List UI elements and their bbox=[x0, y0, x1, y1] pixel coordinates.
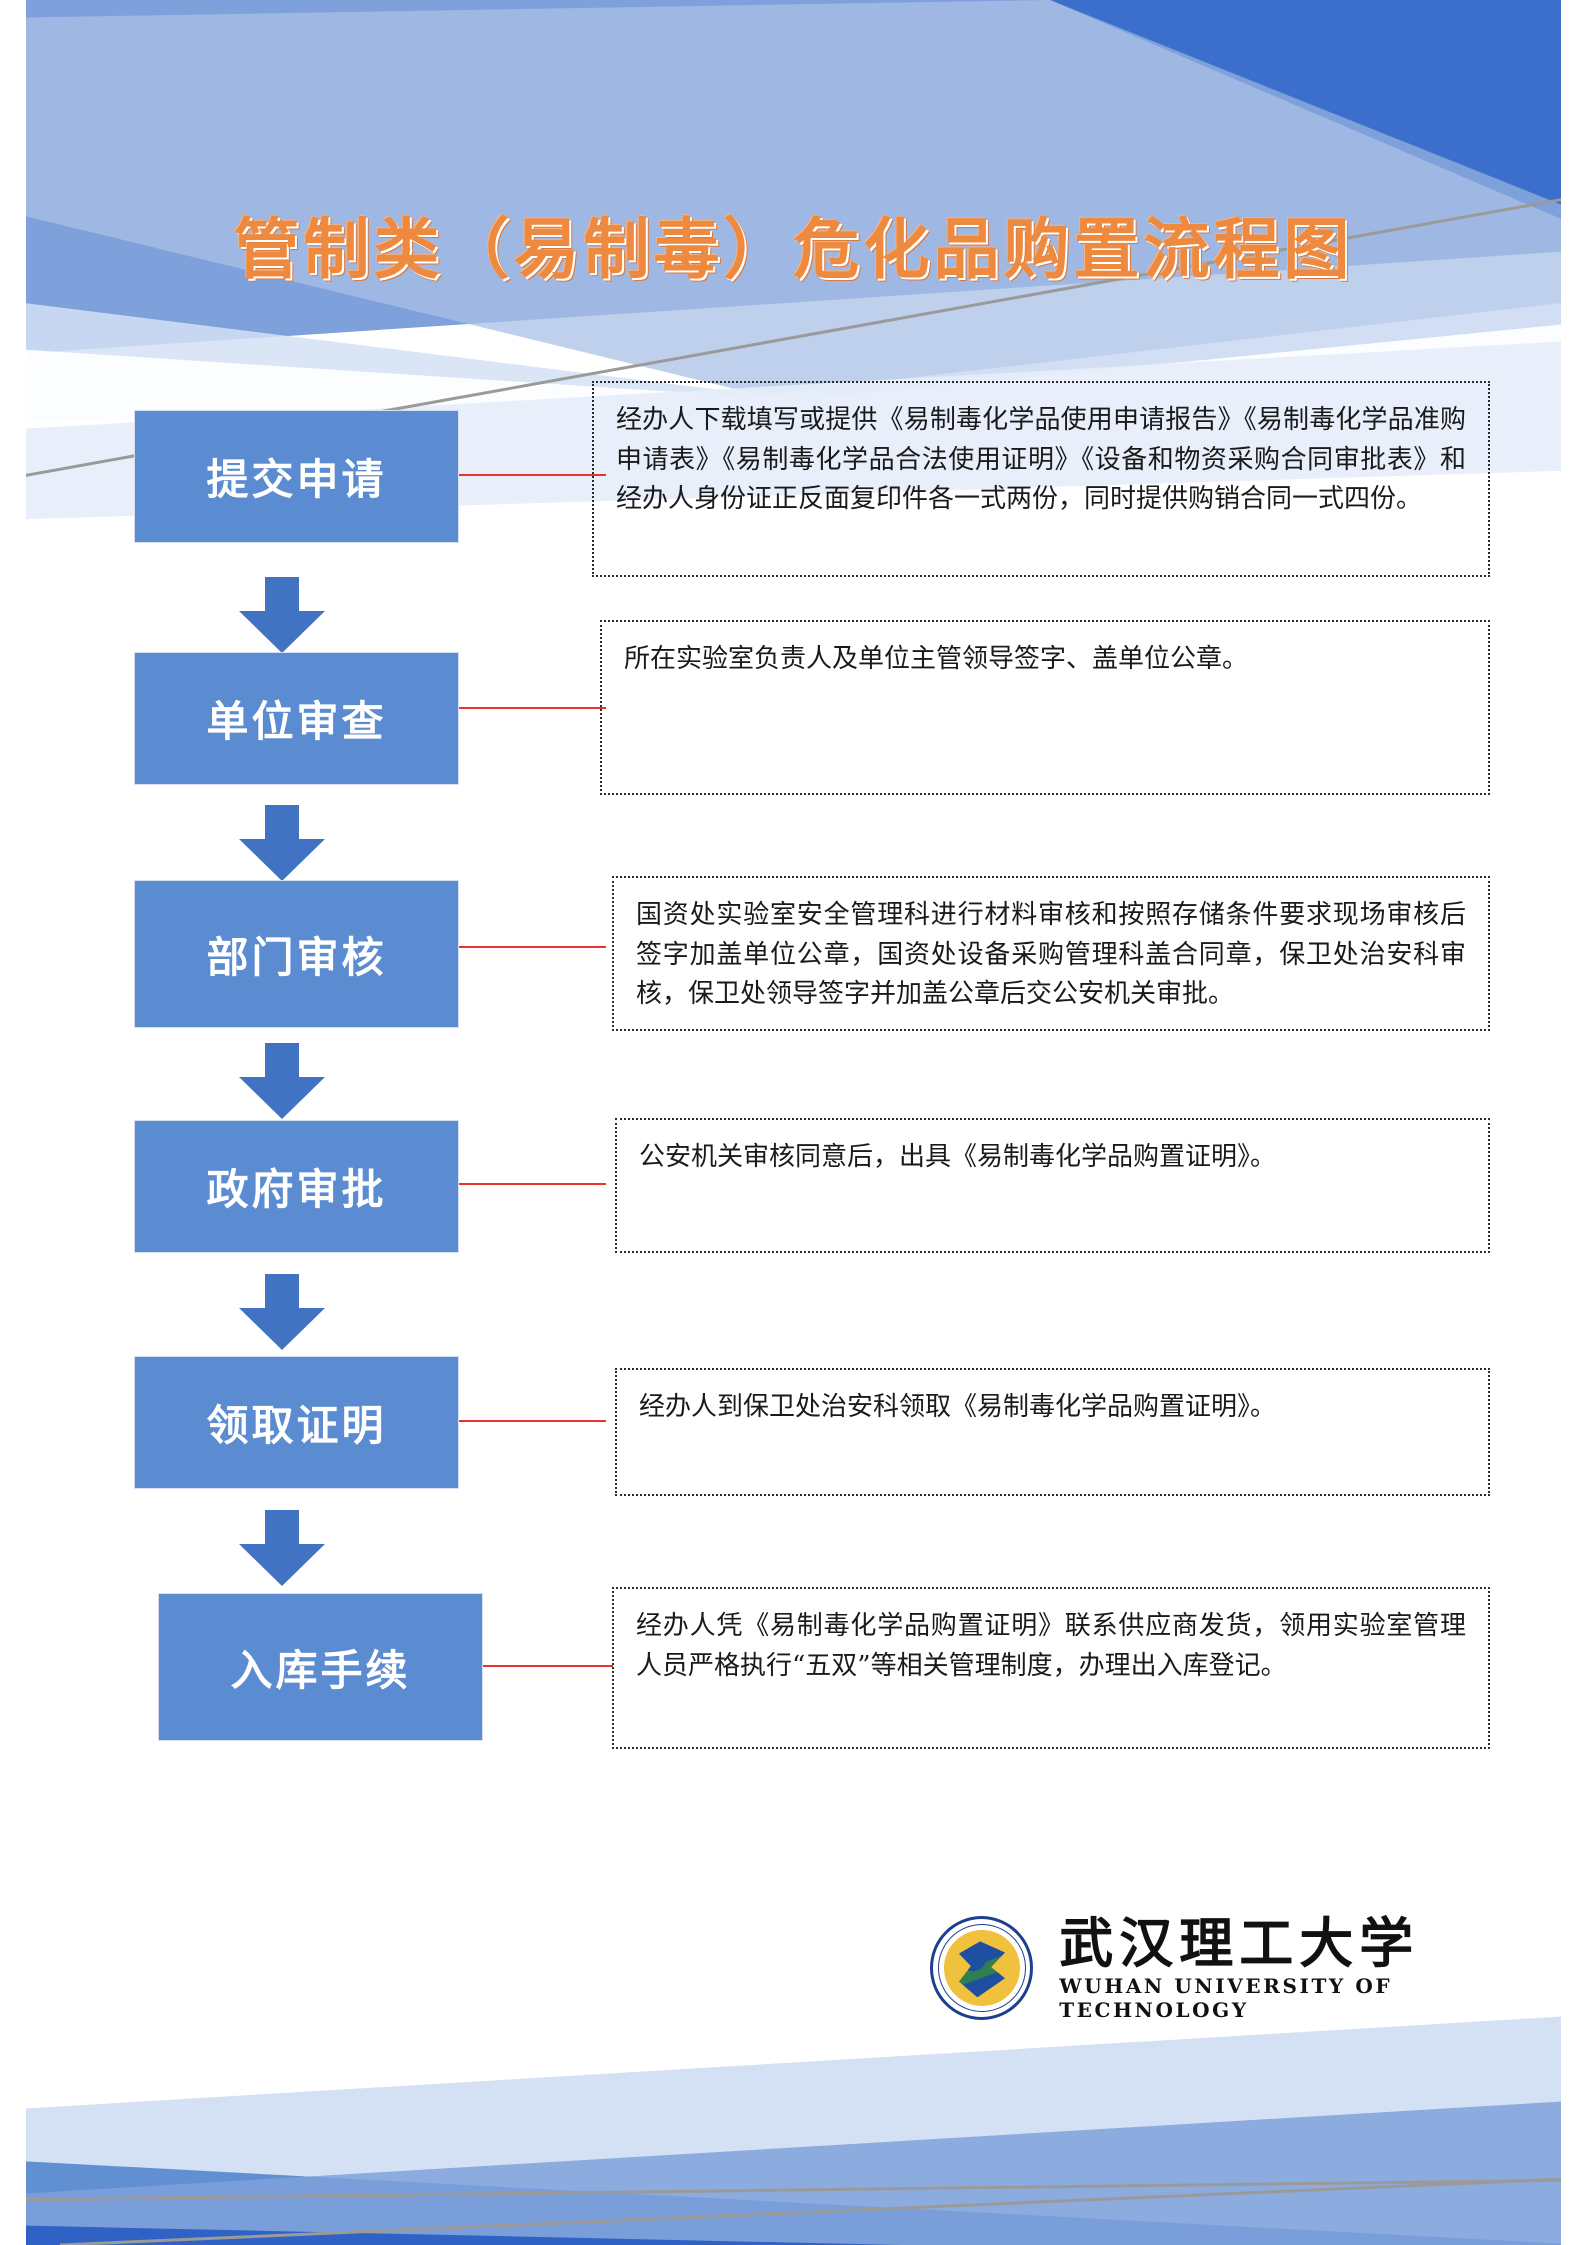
connector-1 bbox=[459, 474, 606, 476]
connector-2 bbox=[459, 707, 606, 709]
step-label-5: 领取证明 bbox=[206, 1401, 387, 1450]
step-box-5[interactable]: 领取证明 bbox=[134, 1356, 459, 1489]
step-label-2: 单位审查 bbox=[206, 697, 387, 746]
note-box-5: 经办人到保卫处治安科领取《易制毒化学品购置证明》。 bbox=[615, 1368, 1490, 1496]
flow-arrow-2 bbox=[239, 805, 325, 881]
step-box-2[interactable]: 单位审查 bbox=[134, 652, 459, 785]
step-box-6[interactable]: 入库手续 bbox=[158, 1593, 483, 1741]
connector-5 bbox=[459, 1420, 606, 1422]
note-box-3: 国资处实验室安全管理科进行材料审核和按照存储条件要求现场审核后签字加盖单位公章，… bbox=[612, 876, 1490, 1031]
note-box-4: 公安机关审核同意后，出具《易制毒化学品购置证明》。 bbox=[615, 1118, 1490, 1253]
page-title: 管制类（易制毒）危化品购置流程图 bbox=[233, 211, 1354, 288]
logo-name-en: WUHAN UNIVERSITY OF TECHNOLOGY bbox=[1059, 1973, 1393, 2022]
step-label-6: 入库手续 bbox=[230, 1645, 411, 1695]
note-text-3: 国资处实验室安全管理科进行材料审核和按照存储条件要求现场审核后签字加盖单位公章，… bbox=[636, 900, 1466, 1010]
connector-3 bbox=[459, 946, 606, 948]
step-box-1[interactable]: 提交申请 bbox=[134, 410, 459, 543]
step-label-1: 提交申请 bbox=[206, 455, 387, 504]
university-seal-icon bbox=[930, 1916, 1034, 2021]
logo-name-cn: 武汉理工大学 bbox=[1059, 1911, 1420, 1975]
note-text-4: 公安机关审核同意后，出具《易制毒化学品购置证明》。 bbox=[639, 1142, 1277, 1172]
note-text-5: 经办人到保卫处治安科领取《易制毒化学品购置证明》。 bbox=[639, 1392, 1277, 1422]
seal-ring bbox=[938, 1924, 1026, 2013]
flow-arrow-4 bbox=[239, 1274, 325, 1350]
note-box-1: 经办人下载填写或提供《易制毒化学品使用申请报告》《易制毒化学品准购申请表》《易制… bbox=[592, 381, 1490, 577]
step-box-3[interactable]: 部门审核 bbox=[134, 880, 459, 1028]
step-label-3: 部门审核 bbox=[206, 932, 387, 982]
note-text-2: 所在实验室负责人及单位主管领导签字、盖单位公章。 bbox=[624, 644, 1249, 674]
note-text-1: 经办人下载填写或提供《易制毒化学品使用申请报告》《易制毒化学品准购申请表》《易制… bbox=[616, 405, 1466, 515]
note-text-6: 经办人凭《易制毒化学品购置证明》联系供应商发货，领用实验室管理人员严格执行“五双… bbox=[636, 1611, 1466, 1681]
university-logo: 武汉理工大学 WUHAN UNIVERSITY OF TECHNOLOGY bbox=[930, 1915, 1587, 2022]
connector-6 bbox=[483, 1665, 613, 1667]
flow-arrow-1 bbox=[239, 577, 325, 653]
note-box-6: 经办人凭《易制毒化学品购置证明》联系供应商发货，领用实验室管理人员严格执行“五双… bbox=[612, 1587, 1490, 1749]
flow-arrow-3 bbox=[239, 1043, 325, 1119]
step-label-4: 政府审批 bbox=[206, 1165, 387, 1214]
connector-4 bbox=[459, 1183, 606, 1185]
note-box-2: 所在实验室负责人及单位主管领导签字、盖单位公章。 bbox=[600, 620, 1490, 795]
step-box-4[interactable]: 政府审批 bbox=[134, 1120, 459, 1253]
flow-arrow-5 bbox=[239, 1510, 325, 1586]
